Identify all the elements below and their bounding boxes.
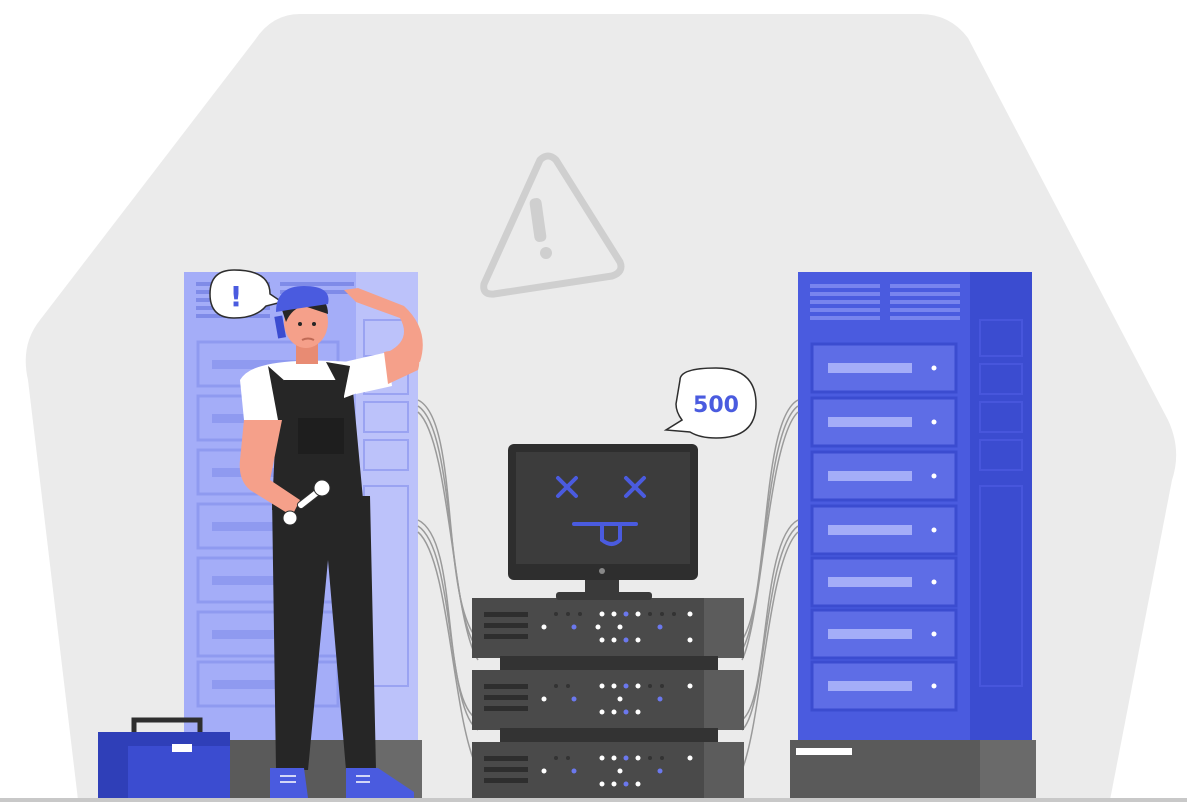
technician <box>239 286 423 798</box>
exclamation-icon: ! <box>230 280 243 313</box>
dead-face-icon <box>556 476 646 546</box>
toolbox <box>98 717 230 800</box>
warning-triangle-icon <box>480 152 625 298</box>
cables <box>417 399 799 771</box>
right-server-rack <box>790 272 1036 798</box>
center-server-stack <box>472 598 744 800</box>
error-code-text: 500 <box>693 393 739 418</box>
monitor <box>508 444 698 600</box>
exclamation-bubble: ! <box>209 269 284 319</box>
floor-line <box>0 798 1187 802</box>
wrench-icon <box>282 479 331 526</box>
error-code-bubble: 500 <box>663 367 757 439</box>
